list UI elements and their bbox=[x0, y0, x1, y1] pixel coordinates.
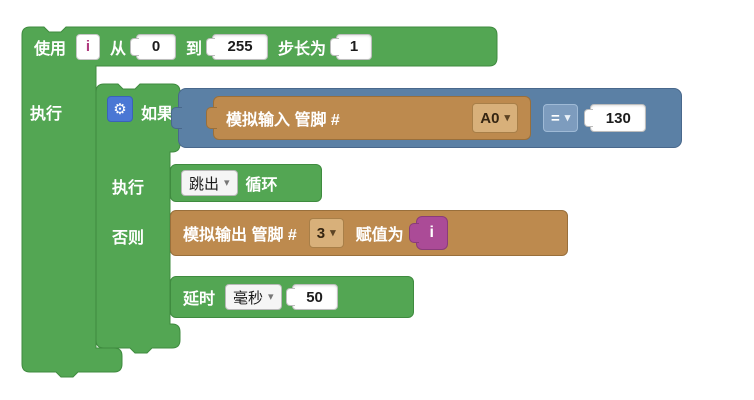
break-action-value: 跳出 bbox=[189, 175, 220, 193]
analog-read-block[interactable]: 模拟输入 管脚 # A0 ▾ bbox=[213, 96, 531, 140]
break-loop-label: 循环 bbox=[245, 177, 278, 194]
delay-unit-value: 毫秒 bbox=[233, 289, 264, 307]
break-action-dropdown[interactable]: 跳出 ▾ bbox=[181, 170, 238, 196]
dropdown-arrow-icon: ▾ bbox=[224, 176, 230, 189]
if-else-block-shape[interactable] bbox=[95, 83, 181, 354]
delay-value-field[interactable]: 50 bbox=[291, 284, 338, 310]
loop-step-value-field[interactable]: 1 bbox=[336, 33, 373, 60]
delay-label: 延时 bbox=[183, 291, 216, 308]
loop-to-value-field[interactable]: 255 bbox=[212, 33, 269, 60]
dropdown-arrow-icon: ▾ bbox=[268, 290, 274, 303]
for-loop-header[interactable]: 使用 i 从 0 到 255 步长为 1 bbox=[22, 27, 497, 66]
mutator-gear-icon[interactable]: ⚙ bbox=[107, 96, 133, 122]
variable-i-block[interactable]: i bbox=[415, 216, 448, 250]
logic-compare-block[interactable]: 模拟输入 管脚 # A0 ▾ = ▾ 130 bbox=[178, 88, 682, 148]
else-label: 否则 bbox=[112, 230, 145, 247]
loop-step-label: 步长为 bbox=[278, 40, 327, 58]
loop-from-label: 从 bbox=[110, 40, 127, 58]
gear-glyph: ⚙ bbox=[113, 101, 127, 118]
analog-write-pin-dropdown[interactable]: 3 ▾ bbox=[308, 218, 344, 248]
compare-value-field[interactable]: 130 bbox=[590, 104, 647, 132]
pin-value: A0 bbox=[480, 109, 500, 127]
loop-from-value-field[interactable]: 0 bbox=[136, 33, 177, 60]
for-loop-block-shape[interactable] bbox=[21, 26, 498, 378]
analog-write-label: 模拟输出 管脚 # bbox=[183, 227, 297, 244]
loop-variable-field[interactable]: i bbox=[76, 33, 101, 60]
delay-block[interactable]: 延时 毫秒 ▾ 50 bbox=[170, 276, 414, 318]
analog-read-label: 模拟输入 管脚 # bbox=[226, 112, 340, 129]
loop-use-label: 使用 bbox=[34, 40, 67, 58]
analog-read-pin-dropdown[interactable]: A0 ▾ bbox=[472, 103, 518, 133]
loop-do-label: 执行 bbox=[30, 106, 63, 123]
break-loop-block[interactable]: 跳出 ▾ 循环 bbox=[170, 164, 322, 202]
dropdown-arrow-icon: ▾ bbox=[504, 111, 510, 124]
if-do-label: 执行 bbox=[112, 180, 145, 197]
operator-dropdown[interactable]: = ▾ bbox=[543, 104, 579, 132]
if-label: 如果 bbox=[141, 106, 174, 123]
analog-write-block[interactable]: 模拟输出 管脚 # 3 ▾ 赋值为 i bbox=[170, 210, 568, 256]
loop-to-label: 到 bbox=[186, 40, 203, 58]
pin-value: 3 bbox=[316, 224, 326, 242]
delay-unit-dropdown[interactable]: 毫秒 ▾ bbox=[225, 284, 282, 310]
assign-label: 赋值为 bbox=[355, 227, 404, 244]
dropdown-arrow-icon: ▾ bbox=[564, 111, 571, 124]
operator-value: = bbox=[551, 109, 560, 127]
dropdown-arrow-icon: ▾ bbox=[330, 226, 336, 239]
